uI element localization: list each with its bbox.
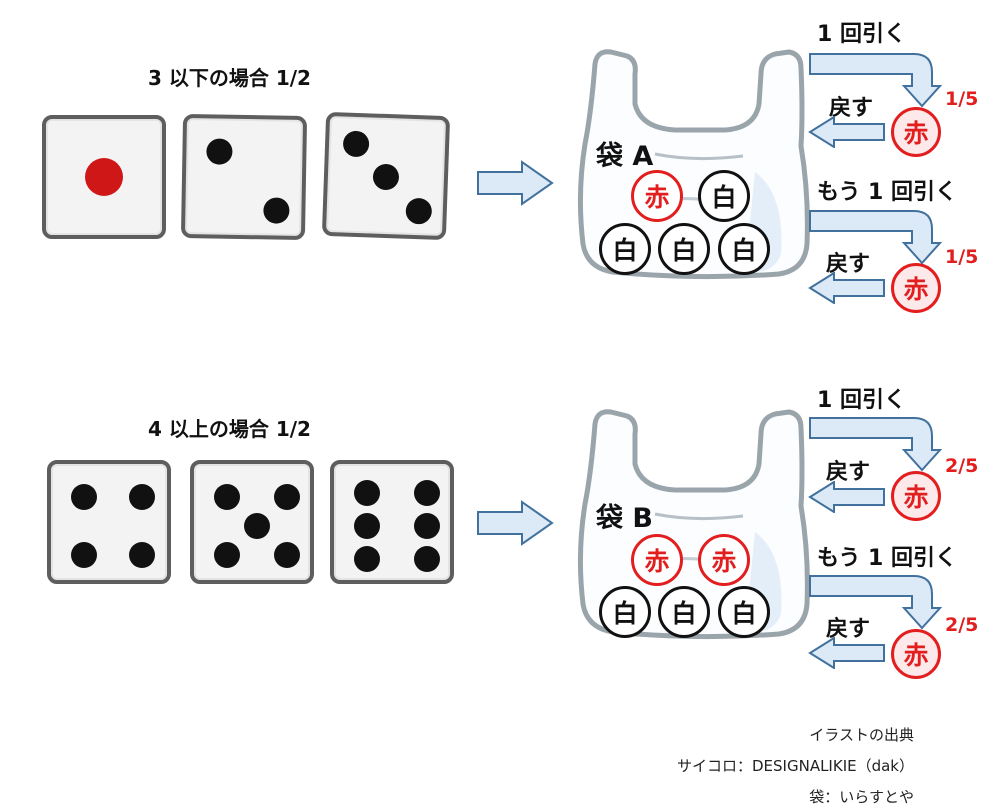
row2-prob1: 2/5 bbox=[945, 455, 979, 477]
pip bbox=[414, 546, 440, 572]
die-one bbox=[42, 115, 166, 239]
bag-a-label: 袋 A bbox=[596, 141, 654, 172]
ball-white: 白 bbox=[698, 170, 750, 222]
row1-prob2: 1/5 bbox=[945, 246, 979, 268]
pip bbox=[405, 197, 433, 225]
ball-white: 白 bbox=[718, 223, 770, 275]
credit-bag: 袋：いらすとや bbox=[809, 788, 914, 806]
pip bbox=[129, 542, 155, 568]
ball-red: 赤 bbox=[631, 534, 683, 586]
pip bbox=[354, 513, 380, 539]
bent-down-arrow-icon bbox=[809, 575, 943, 630]
pip bbox=[414, 480, 440, 506]
row1-prob1: 1/5 bbox=[945, 88, 979, 110]
pip bbox=[372, 163, 400, 191]
drawn-ball-red: 赤 bbox=[891, 471, 941, 521]
ball-white: 白 bbox=[658, 586, 710, 638]
row1-draw2-label: もう 1 回引く bbox=[817, 180, 957, 205]
pip bbox=[206, 138, 233, 165]
left-arrow-icon bbox=[808, 637, 885, 669]
die-five bbox=[190, 460, 314, 584]
pip bbox=[214, 542, 240, 568]
row2-right-arrow-icon bbox=[477, 500, 554, 546]
pip bbox=[71, 484, 97, 510]
row2-prob2: 2/5 bbox=[945, 614, 979, 636]
ball-white: 白 bbox=[599, 223, 651, 275]
die-two bbox=[180, 113, 308, 241]
bag-b-label: 袋 B bbox=[596, 503, 653, 534]
ball-red: 赤 bbox=[698, 534, 750, 586]
pip bbox=[129, 484, 155, 510]
pip bbox=[274, 542, 300, 568]
left-arrow-icon bbox=[808, 481, 885, 513]
pip bbox=[414, 513, 440, 539]
left-arrow-icon bbox=[808, 272, 885, 304]
left-arrow-icon bbox=[808, 116, 885, 148]
die-three bbox=[321, 111, 451, 241]
pip bbox=[214, 484, 240, 510]
ball-white: 白 bbox=[599, 586, 651, 638]
pip bbox=[274, 484, 300, 510]
row1-title: 3 以下の場合 1/2 bbox=[148, 66, 311, 90]
ball-white: 白 bbox=[658, 223, 710, 275]
row2-title: 4 以上の場合 1/2 bbox=[148, 417, 311, 441]
pip bbox=[354, 546, 380, 572]
drawn-ball-red: 赤 bbox=[891, 263, 941, 313]
drawn-ball-red: 赤 bbox=[891, 629, 941, 679]
credit-dice: サイコロ：DESIGNALIKIE（dak） bbox=[677, 757, 914, 775]
bent-down-arrow-icon bbox=[809, 210, 943, 265]
pip bbox=[85, 158, 123, 196]
bent-down-arrow-icon bbox=[809, 53, 943, 108]
pip bbox=[71, 542, 97, 568]
row2-return-label: 戻す bbox=[826, 460, 871, 485]
die-six bbox=[330, 460, 454, 584]
ball-red: 赤 bbox=[631, 170, 683, 222]
row2-draw2-label: もう 1 回引く bbox=[817, 546, 957, 571]
die-four bbox=[47, 460, 171, 584]
row1-draw-label: 1 回引く bbox=[817, 22, 906, 47]
bent-down-arrow-icon bbox=[809, 417, 943, 472]
pip bbox=[354, 480, 380, 506]
pip bbox=[263, 197, 290, 224]
drawn-ball-red: 赤 bbox=[891, 107, 941, 157]
row1-right-arrow-icon bbox=[477, 160, 554, 206]
row2-draw-label: 1 回引く bbox=[817, 388, 906, 413]
credit-heading: イラストの出典 bbox=[809, 726, 914, 744]
ball-white: 白 bbox=[718, 586, 770, 638]
pip bbox=[342, 130, 370, 158]
pip bbox=[244, 513, 270, 539]
row1-return-label: 戻す bbox=[829, 96, 874, 121]
